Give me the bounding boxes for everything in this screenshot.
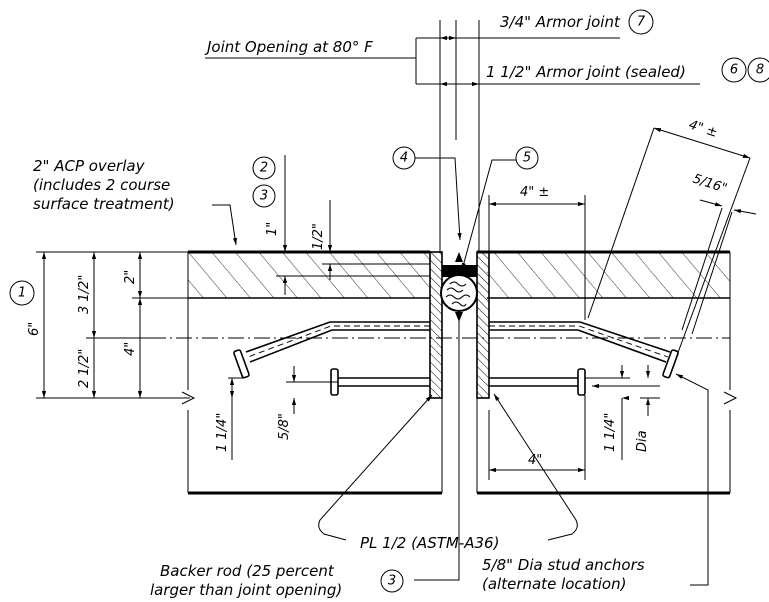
plate-label: PL 1/2 (ASTM-A36) xyxy=(360,534,499,552)
dim-one-inch: 1" xyxy=(265,222,280,236)
dim-four-pm-left: 4" ± xyxy=(520,185,549,200)
callout-3: 3 xyxy=(260,189,268,204)
dim-dia: Dia xyxy=(635,430,650,452)
callout-7: 7 xyxy=(637,15,646,30)
acp-label-line2: (includes 2 course xyxy=(33,176,170,194)
backer-label-line2: larger than joint opening) xyxy=(150,581,342,599)
callout-8: 8 xyxy=(756,63,764,78)
armor-joint-34-label: 3/4" Armor joint xyxy=(500,13,621,31)
callout-6: 6 xyxy=(730,63,738,78)
straight-anchor-right xyxy=(489,368,586,396)
stud-label-line2: (alternate location) xyxy=(482,575,626,593)
bent-anchor-left xyxy=(233,321,430,379)
dim-four-pm-right: 4" ± xyxy=(687,118,719,141)
dim-two-half: 2 1/2" xyxy=(77,349,92,388)
dim-six-inch: 6" xyxy=(27,322,42,336)
armor-plate-right xyxy=(476,251,490,399)
callout-2: 2 xyxy=(260,161,268,176)
callout-1: 1 xyxy=(18,286,26,301)
callout-3-bottom: 3 xyxy=(388,574,396,589)
left-vertical-dims xyxy=(36,251,190,399)
straight-anchor-left xyxy=(330,368,430,396)
dim-four-inch: 4" xyxy=(123,342,138,356)
dim-one-quarter-left: 1 1/4" xyxy=(215,413,230,452)
callout-4: 4 xyxy=(400,151,408,166)
armor-joint-112-label: 1 1/2" Armor joint (sealed) xyxy=(486,63,686,81)
armor-plate-left xyxy=(429,251,443,399)
dim-two-inch: 2" xyxy=(123,270,138,284)
acp-label-line1: 2" ACP overlay xyxy=(33,157,146,175)
dim-three-half: 3 1/2" xyxy=(77,275,92,314)
bent-anchor-right xyxy=(489,321,679,379)
acp-label-line3: surface treatment) xyxy=(33,195,175,213)
callout-5: 5 xyxy=(523,151,531,166)
dim-four-bottom: 4" xyxy=(528,453,542,468)
dim-five-sixteenth: 5/16" xyxy=(691,172,729,197)
right-slab xyxy=(476,250,738,495)
joint-opening-dims xyxy=(205,20,700,252)
dim-one-quarter-right: 1 1/4" xyxy=(603,413,618,452)
left-slab xyxy=(181,250,443,495)
stud-label-line1: 5/8" Dia stud anchors xyxy=(482,556,645,574)
dim-five-eighth: 5/8" xyxy=(277,413,292,440)
backer-rod xyxy=(440,265,478,312)
backer-label-line1: Backer rod (25 percent xyxy=(160,562,335,580)
joint-opening-label: Joint Opening at 80° F xyxy=(204,38,373,56)
dim-half-inch: 1/2" xyxy=(311,223,326,250)
